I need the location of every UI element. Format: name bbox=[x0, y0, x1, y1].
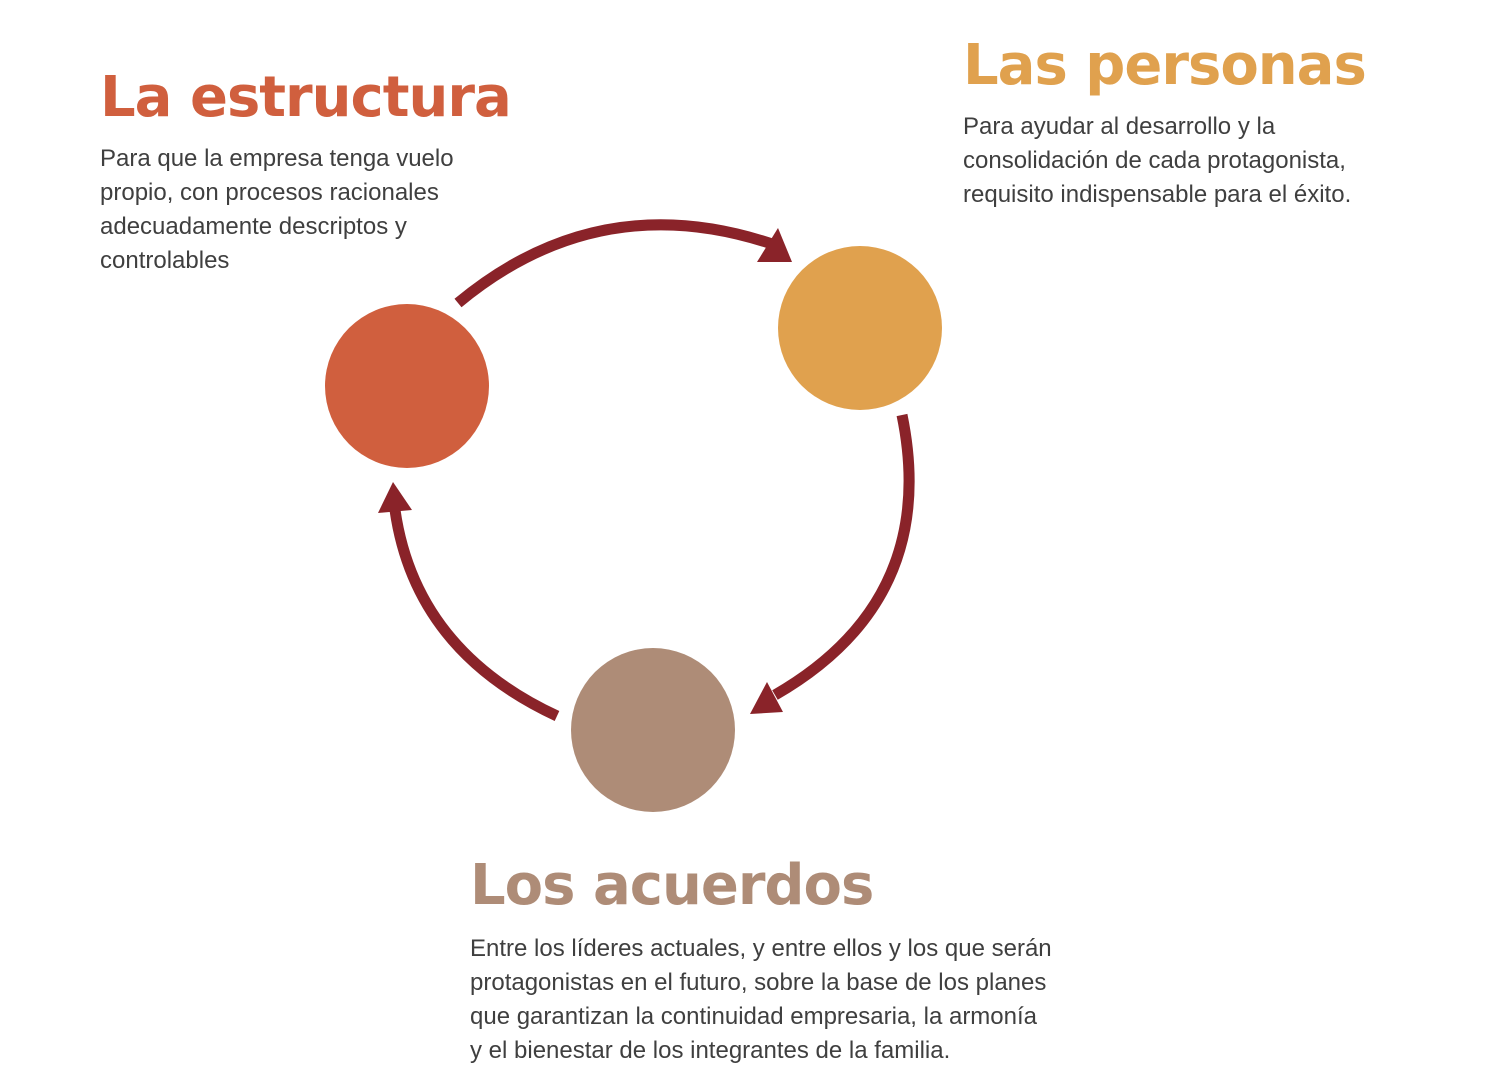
acuerdos-circle bbox=[571, 648, 735, 812]
estructura-description: Para que la empresa tenga vuelo propio, … bbox=[100, 145, 454, 274]
estructura-block: La estructura Para que la empresa tenga … bbox=[100, 70, 520, 278]
estructura-circle bbox=[325, 304, 489, 468]
acuerdos-description: Entre los líderes actuales, y entre ello… bbox=[470, 935, 1052, 1064]
personas-circle bbox=[778, 246, 942, 410]
personas-block: Las personas Para ayudar al desarrollo y… bbox=[963, 38, 1443, 212]
arrow-estructura-to-personas bbox=[454, 219, 792, 308]
acuerdos-title: Los acuerdos bbox=[470, 853, 874, 918]
arrow-acuerdos-to-estructura bbox=[378, 482, 560, 721]
arrow-personas-to-acuerdos bbox=[750, 413, 915, 714]
acuerdos-block: Los acuerdos Entre los líderes actuales,… bbox=[470, 858, 1110, 1068]
estructura-title: La estructura bbox=[100, 65, 512, 130]
personas-description: Para ayudar al desarrollo y la consolida… bbox=[963, 113, 1352, 208]
personas-title: Las personas bbox=[963, 33, 1367, 98]
